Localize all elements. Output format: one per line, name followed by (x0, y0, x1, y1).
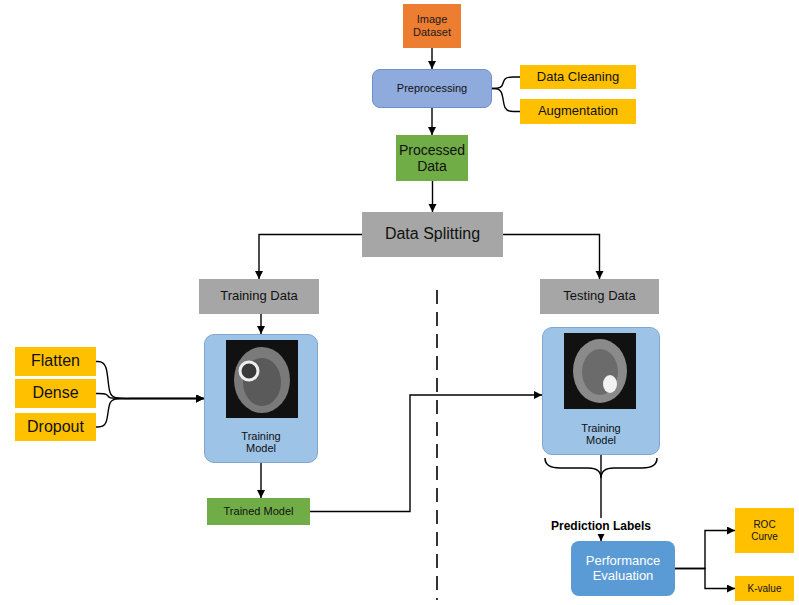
divider-line (436, 290, 438, 600)
process-box: Preprocessing (372, 69, 492, 108)
node-text: Flatten (31, 352, 80, 370)
model-box: Training Model (204, 334, 318, 463)
node-text: Training Data (220, 289, 298, 304)
node-text: ROC Curve (739, 519, 790, 542)
connector (96, 362, 204, 399)
metric-tag: K-value (735, 576, 794, 601)
data-box: Processed Data (396, 135, 468, 181)
node-text: Data Cleaning (537, 70, 619, 85)
mri-image (226, 340, 298, 418)
node-text: Augmentation (538, 104, 618, 119)
brain-shape (234, 347, 290, 413)
model-output-box: Trained Model (207, 498, 310, 525)
connector (675, 531, 735, 569)
node-text: Data Splitting (385, 225, 480, 243)
layer-tag: Dense (15, 379, 96, 408)
tumor-spot (603, 375, 617, 393)
node-text: Preprocessing (397, 82, 467, 95)
connector (310, 395, 542, 512)
connector (96, 394, 204, 399)
node-text: Training Model (230, 430, 292, 455)
data-box: Training Data (199, 279, 319, 314)
node-text: Processed Data (399, 142, 465, 174)
connector (431, 48, 432, 69)
node-text: Testing Data (563, 289, 635, 304)
connector (260, 463, 261, 498)
node-text: Dropout (27, 418, 84, 436)
model-box: Training Model (542, 327, 660, 455)
node-text: Performance Evaluation (575, 554, 671, 584)
node-text: Image Dataset (407, 13, 457, 38)
evaluation-box: Performance Evaluation (571, 541, 675, 596)
step-tag: Augmentation (520, 99, 636, 124)
brain-inner (582, 349, 618, 395)
connector (675, 569, 735, 589)
tumor-ring (240, 362, 258, 380)
node-text: Training Model (570, 422, 632, 447)
brain-inner (243, 358, 281, 406)
mri-background (226, 340, 298, 418)
connector (260, 314, 261, 334)
node-text: K-value (748, 583, 782, 595)
mri-background (564, 333, 636, 409)
mri-image (564, 333, 636, 409)
data-source-box: Image Dataset (403, 4, 461, 48)
node-text: Dense (32, 384, 78, 402)
layer-tag: Flatten (15, 347, 96, 376)
step-tag: Data Cleaning (520, 65, 636, 90)
metric-tag: ROC Curve (735, 508, 794, 553)
connector (432, 181, 433, 212)
layer-tag: Dropout (15, 413, 96, 441)
edge-label: Prediction Labels (548, 518, 654, 534)
brain-shape (573, 339, 627, 403)
connector (503, 235, 600, 280)
connector (259, 235, 362, 280)
connector (96, 399, 204, 427)
process-box: Data Splitting (362, 212, 503, 257)
node-text: Trained Model (224, 505, 294, 518)
data-box: Testing Data (540, 279, 659, 314)
brace (545, 458, 657, 478)
connector (492, 89, 520, 112)
connector (492, 77, 520, 89)
connector (431, 108, 432, 135)
